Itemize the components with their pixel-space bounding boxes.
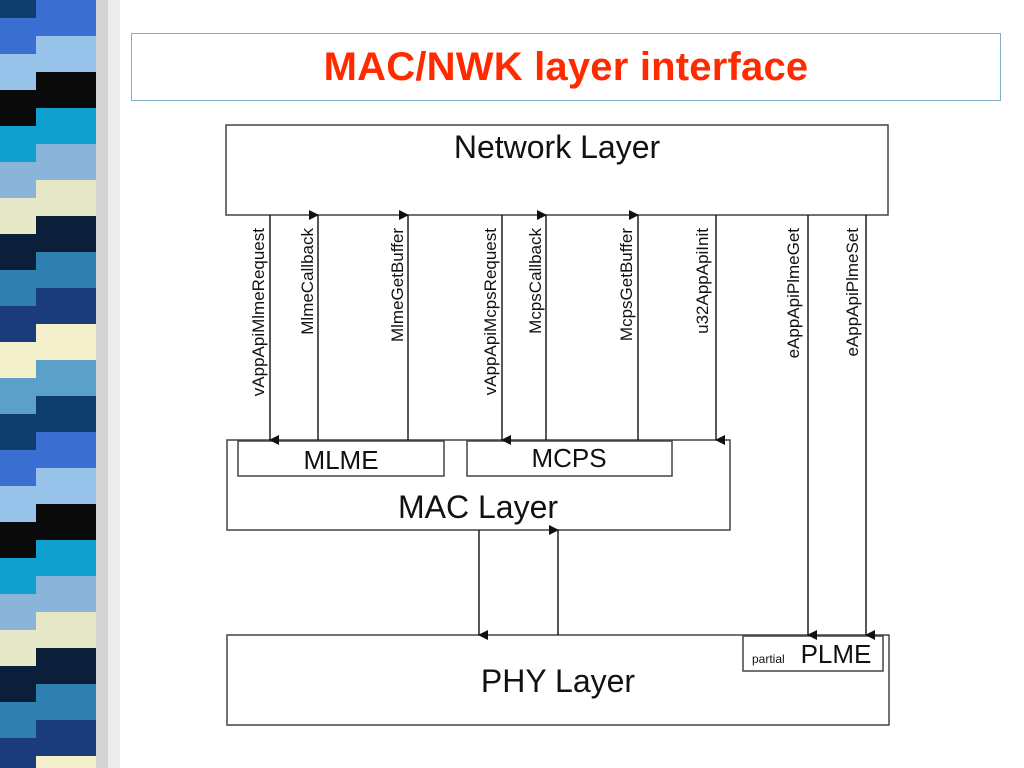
- signal-label: u32AppApiInit: [693, 228, 712, 334]
- strip-block: [0, 198, 36, 234]
- mlme-box: [237, 440, 445, 477]
- strip-block: [0, 234, 36, 270]
- strip-block: [36, 756, 96, 768]
- strip-block: [0, 702, 36, 738]
- strip-block: [0, 0, 36, 18]
- strip-block: [0, 486, 36, 522]
- signal-label: McpsGetBuffer: [617, 228, 636, 341]
- strip-block: [36, 180, 96, 216]
- strip-block: [36, 540, 96, 576]
- signal-arrows: vAppApiMlmeRequest MlmeCallback MlmeGetBuf…: [249, 210, 875, 640]
- plme-box: [742, 635, 884, 672]
- strip-block: [36, 504, 96, 540]
- signal-label: McpsCallback: [526, 228, 545, 334]
- slide-title-box: MAC/NWK layer interface: [131, 33, 1001, 101]
- mcps-label: MCPS: [531, 443, 606, 473]
- strip-block: [36, 720, 96, 756]
- network-layer-box: [225, 124, 889, 216]
- strip-block: [0, 126, 36, 162]
- strip-block: [36, 216, 96, 252]
- strip-block: [36, 612, 96, 648]
- strip-block: [0, 450, 36, 486]
- strip-block: [36, 288, 96, 324]
- phy-layer-label: PHY Layer: [481, 663, 636, 699]
- slide-title: MAC/NWK layer interface: [323, 44, 809, 89]
- strip-block: [36, 648, 96, 684]
- strip-block: [0, 306, 36, 342]
- strip-block: [0, 414, 36, 450]
- strip-block: [36, 360, 96, 396]
- strip-block: [36, 36, 96, 72]
- strip-block: [36, 576, 96, 612]
- strip-block: [0, 378, 36, 414]
- strip-block: [0, 90, 36, 126]
- strip-block: [0, 18, 36, 54]
- signal-label: MlmeGetBuffer: [388, 228, 407, 342]
- strip-block: [36, 252, 96, 288]
- strip-block: [0, 558, 36, 594]
- signal-label: eAppApiPlmeSet: [843, 228, 862, 357]
- strip-block: [36, 468, 96, 504]
- strip-block: [0, 342, 36, 378]
- strip-block: [36, 108, 96, 144]
- strip-block: [0, 54, 36, 90]
- strip-block: [36, 144, 96, 180]
- mac-layer-label: MAC Layer: [398, 489, 558, 525]
- strip-block: [0, 594, 36, 630]
- strip-block: [36, 324, 96, 360]
- signal-label: vAppApiMcpsRequest: [481, 228, 500, 396]
- plme-note: partial: [752, 652, 785, 666]
- strip-block: [0, 162, 36, 198]
- strip-block: [36, 684, 96, 720]
- strip-block: [36, 396, 96, 432]
- mcps-box: [466, 440, 673, 477]
- decorative-side-strip: [0, 0, 120, 768]
- strip-block: [0, 630, 36, 666]
- network-layer-label: Network Layer: [454, 129, 661, 165]
- mac-phy-arrows: [478, 525, 559, 640]
- strip-block: [0, 270, 36, 306]
- strip-shadow-edge: [108, 0, 120, 768]
- signal-label: eAppApiPlmeGet: [784, 228, 803, 359]
- mlme-label: MLME: [303, 445, 378, 475]
- strip-block: [0, 666, 36, 702]
- strip-block: [36, 0, 96, 36]
- strip-block: [36, 72, 96, 108]
- signal-label: vAppApiMlmeRequest: [249, 228, 268, 396]
- signal-label: MlmeCallback: [298, 228, 317, 335]
- strip-block: [0, 522, 36, 558]
- strip-block: [0, 738, 36, 768]
- strip-block: [36, 432, 96, 468]
- plme-label: PLME: [801, 639, 872, 669]
